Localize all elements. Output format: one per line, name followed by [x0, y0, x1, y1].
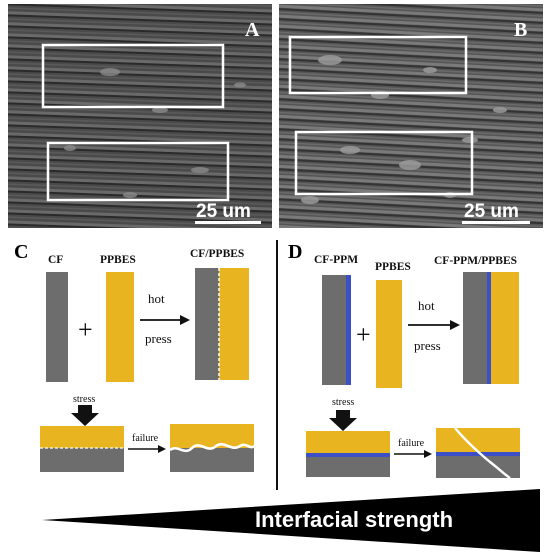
panel-letter-d: D	[288, 241, 302, 263]
label-ppbes-d: PPBES	[375, 261, 411, 273]
failure-label-c: failure	[132, 433, 159, 444]
failure-arrow-head-c	[158, 445, 166, 453]
panel-letter-b: B	[514, 19, 527, 41]
label-cf-ppm-ppbes: CF-PPM/PPBES	[434, 255, 517, 267]
highlight-box-a2	[46, 141, 230, 202]
composite-ppm-d	[487, 272, 491, 384]
highlight-box-b2	[294, 130, 474, 196]
wedge-shape	[42, 489, 540, 552]
failed-block-fiber-d	[436, 456, 520, 478]
cf-ppm-fiber-block	[322, 275, 346, 385]
panel-letter-a: A	[245, 19, 260, 41]
sem-debris-a	[64, 68, 246, 198]
sem-debris-b	[301, 55, 507, 204]
highlight-box-a1	[41, 43, 225, 109]
scale-bar-label-b: 25 um	[464, 201, 519, 222]
composite-fiber-d	[463, 272, 487, 384]
cf-fiber-block	[46, 272, 68, 382]
failure-label-d: failure	[398, 438, 425, 449]
scale-bar-line-b	[462, 221, 530, 224]
sem-image-b	[279, 4, 543, 228]
interface-crack-c	[169, 443, 255, 453]
cohesive-crack-d	[454, 427, 511, 479]
label-cf-ppbes: CF/PPBES	[190, 248, 244, 260]
plus-sign-d: +	[356, 320, 371, 349]
panel-letter-c: C	[14, 241, 28, 263]
arrow-label-press-c: press	[145, 331, 172, 346]
failed-block-resin-c	[170, 424, 254, 448]
arrow-head-d	[450, 320, 460, 330]
ppm-coating-layer	[346, 275, 351, 385]
stress-block-resin-c	[40, 426, 124, 448]
panel-c-schematic: C CF PPBES CF/PPBES + hot press stress f…	[14, 241, 255, 472]
label-cf-ppm: CF-PPM	[314, 254, 358, 266]
failed-block-ppm-d	[436, 452, 520, 456]
stress-arrow-d	[329, 410, 357, 431]
scale-bar-line-a	[195, 221, 261, 224]
panel-d-schematic: D CF-PPM PPBES CF-PPM/PPBES + hot press …	[288, 241, 520, 479]
arrow-label-hot-c: hot	[148, 291, 165, 306]
scale-bar-label-a: 25 um	[196, 201, 251, 222]
composite-fiber-c	[195, 268, 219, 380]
panel-a-sem: A 25 um	[8, 4, 272, 228]
ppbes-resin-block-c	[106, 272, 134, 382]
stress-arrow-c	[71, 405, 99, 426]
failed-block-resin-d	[436, 428, 520, 452]
failed-block-fiber-c	[170, 448, 254, 472]
label-cf: CF	[48, 254, 63, 266]
stress-block-resin-d	[306, 431, 390, 453]
stress-block-fiber-d	[306, 457, 390, 477]
stress-block-fiber-c	[40, 448, 124, 472]
stress-label-d: stress	[332, 397, 354, 408]
plus-sign-c: +	[78, 315, 93, 344]
wedge-label: Interfacial strength	[255, 507, 453, 532]
panel-b-sem: B 25 um	[279, 4, 543, 228]
label-ppbes-c: PPBES	[100, 254, 136, 266]
stress-block-ppm-d	[306, 453, 390, 457]
arrow-label-press-d: press	[414, 338, 441, 353]
composite-resin-c	[219, 268, 249, 380]
interfacial-strength-wedge: Interfacial strength	[42, 489, 540, 552]
failure-arrow-head-d	[424, 450, 432, 458]
composite-resin-d	[491, 272, 519, 384]
arrow-label-hot-d: hot	[418, 298, 435, 313]
ppbes-resin-block-d	[376, 280, 402, 388]
stress-label-c: stress	[73, 394, 95, 405]
highlight-box-b1	[288, 35, 468, 95]
arrow-head-c	[180, 315, 190, 325]
